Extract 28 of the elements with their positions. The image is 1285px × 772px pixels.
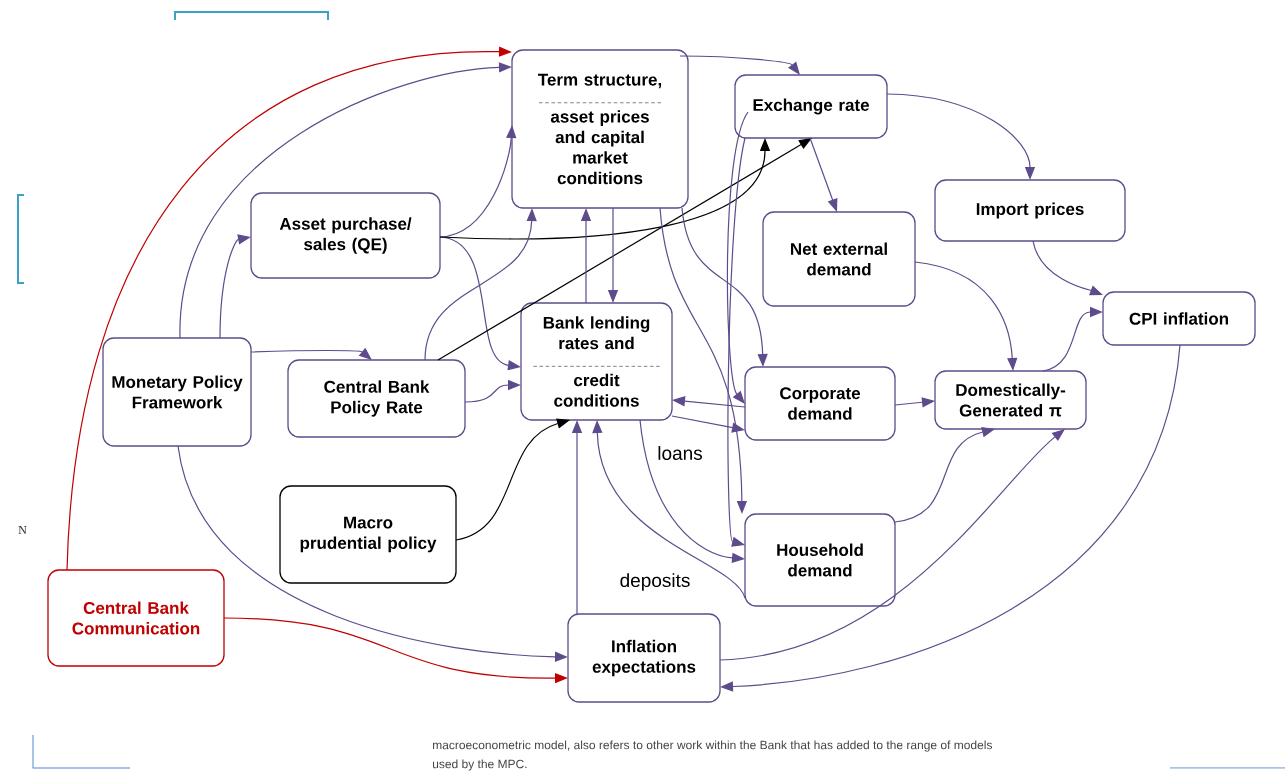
arrow xyxy=(679,55,800,75)
process-box: Central Bank Policy Rate xyxy=(287,359,466,438)
process-box: Domestically- Generated π xyxy=(934,370,1087,430)
arrow xyxy=(437,138,812,361)
edge-label: loans xyxy=(656,445,704,461)
process-box: Corporate demand xyxy=(744,366,896,441)
process-box: Asset purchase/ sales (QE) xyxy=(250,192,441,279)
process-box: Exchange rate xyxy=(734,74,888,139)
arrow xyxy=(250,347,372,360)
process-box: Macro prudential policy xyxy=(279,485,457,584)
process-box: Bank lending rates and credit conditions xyxy=(520,302,673,421)
process-box: Import prices xyxy=(934,179,1126,242)
process-box: Inflation expectations xyxy=(567,613,721,703)
note-text: macroeconometric model, also refers to other work within the Bank that has added to the range of models xyxy=(433,740,992,752)
process-box: Central Bank Communication xyxy=(47,569,225,667)
process-box: Net external demand xyxy=(762,211,916,307)
arrow xyxy=(726,111,749,404)
process-box: Monetary Policy Framework xyxy=(102,337,252,447)
note-text: used by the MPC. xyxy=(433,759,527,771)
edge-label: deposits xyxy=(618,572,692,592)
process-box: Household demand xyxy=(744,513,896,607)
process-box: CPI inflation xyxy=(1102,291,1256,346)
page-letter: N xyxy=(18,526,27,534)
arrow xyxy=(727,137,746,547)
arrow xyxy=(719,429,1065,661)
arrow xyxy=(809,137,838,212)
arrow xyxy=(1032,240,1103,296)
process-box: Term structure, asset prices and capital market conditions xyxy=(511,49,689,209)
